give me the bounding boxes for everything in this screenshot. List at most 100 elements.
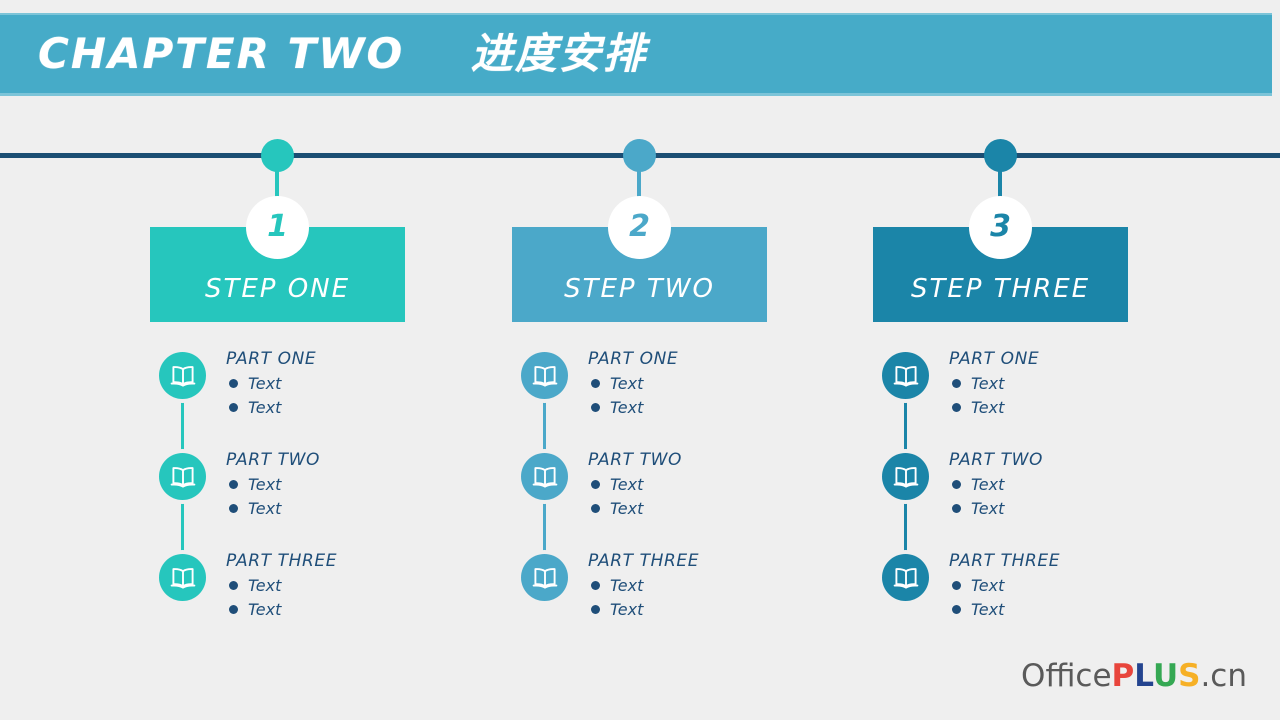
bullet-dot-icon <box>591 379 600 389</box>
bullet-item: Text <box>226 575 426 597</box>
part-connector <box>543 503 546 557</box>
bullet-item: Text <box>226 397 426 419</box>
bullet-dot-icon <box>229 403 238 413</box>
bullet-item: Text <box>588 575 788 597</box>
open-book-icon <box>882 554 929 601</box>
timeline-node-3 <box>984 139 1017 172</box>
part-connector <box>904 503 907 557</box>
step-number-badge-3: 3 <box>969 196 1032 259</box>
step-number-3: 3 <box>990 208 1011 244</box>
bullet-item: Text <box>226 599 426 621</box>
part-title: PART THREE <box>588 551 700 571</box>
part-title: PART THREE <box>949 551 1061 571</box>
step-number-2: 2 <box>629 208 650 244</box>
bullet-text: Text <box>248 498 282 518</box>
part-title: PART ONE <box>588 349 679 369</box>
bullet-text: Text <box>971 373 1005 393</box>
bullet-text: Text <box>248 397 282 417</box>
bullet-item: Text <box>949 498 1149 520</box>
bullet-text: Text <box>971 397 1005 417</box>
bullet-item: Text <box>588 498 788 520</box>
step-number-1: 1 <box>267 208 288 244</box>
logo-u-text: U <box>1152 658 1179 694</box>
step-label-1: STEP ONE <box>204 274 351 304</box>
bullet-text: Text <box>610 575 644 595</box>
timeline-stem-3 <box>998 170 1002 212</box>
step-number-badge-1: 1 <box>246 196 309 259</box>
part-connector <box>181 503 184 557</box>
logo-l-text: L <box>1134 658 1153 694</box>
bullet-text: Text <box>971 575 1005 595</box>
bullet-item: Text <box>949 373 1149 395</box>
step-label-2: STEP TWO <box>564 274 715 304</box>
bullet-item: Text <box>588 373 788 395</box>
part-title: PART ONE <box>949 349 1040 369</box>
bullet-dot-icon <box>591 480 600 490</box>
timeline-stem-2 <box>637 170 641 212</box>
open-book-icon <box>159 453 206 500</box>
step-label-3: STEP THREE <box>910 274 1091 304</box>
bullet-dot-icon <box>229 379 238 389</box>
bullet-item: Text <box>949 474 1149 496</box>
bullet-dot-icon <box>229 581 238 591</box>
part-title: PART TWO <box>588 450 683 470</box>
bullet-text: Text <box>610 599 644 619</box>
bullet-item: Text <box>588 474 788 496</box>
open-book-icon <box>521 352 568 399</box>
bullet-text: Text <box>971 498 1005 518</box>
bullet-dot-icon <box>952 504 961 514</box>
timeline-node-1 <box>261 139 294 172</box>
bullet-item: Text <box>949 397 1149 419</box>
bullet-dot-icon <box>229 504 238 514</box>
bullet-text: Text <box>610 397 644 417</box>
bullet-text: Text <box>610 498 644 518</box>
bullet-dot-icon <box>591 403 600 413</box>
open-book-icon <box>521 554 568 601</box>
officeplus-logo: OfficePLUS.cn <box>1021 661 1247 692</box>
bullet-dot-icon <box>591 581 600 591</box>
bullet-text: Text <box>971 474 1005 494</box>
open-book-icon <box>159 554 206 601</box>
part-title: PART THREE <box>226 551 338 571</box>
bullet-item: Text <box>588 599 788 621</box>
open-book-icon <box>882 352 929 399</box>
page-title: CHAPTER TWO 进度安排 <box>38 29 647 78</box>
timeline-stem-1 <box>275 170 279 212</box>
timeline-node-2 <box>623 139 656 172</box>
bullet-dot-icon <box>591 504 600 514</box>
bullet-dot-icon <box>952 379 961 389</box>
part-title: PART ONE <box>226 349 317 369</box>
bullet-item: Text <box>949 575 1149 597</box>
bullet-dot-icon <box>229 480 238 490</box>
bullet-item: Text <box>226 373 426 395</box>
part-connector <box>543 402 546 456</box>
part-connector <box>181 402 184 456</box>
bullet-item: Text <box>588 397 788 419</box>
bullet-text: Text <box>248 575 282 595</box>
bullet-text: Text <box>610 474 644 494</box>
bullet-item: Text <box>226 474 426 496</box>
bullet-dot-icon <box>952 480 961 490</box>
open-book-icon <box>159 352 206 399</box>
logo-s-text: S <box>1178 658 1201 694</box>
bullet-text: Text <box>610 373 644 393</box>
header-banner: CHAPTER TWO 进度安排 <box>0 13 1272 96</box>
bullet-text: Text <box>248 474 282 494</box>
logo-p-text: P <box>1111 658 1135 694</box>
